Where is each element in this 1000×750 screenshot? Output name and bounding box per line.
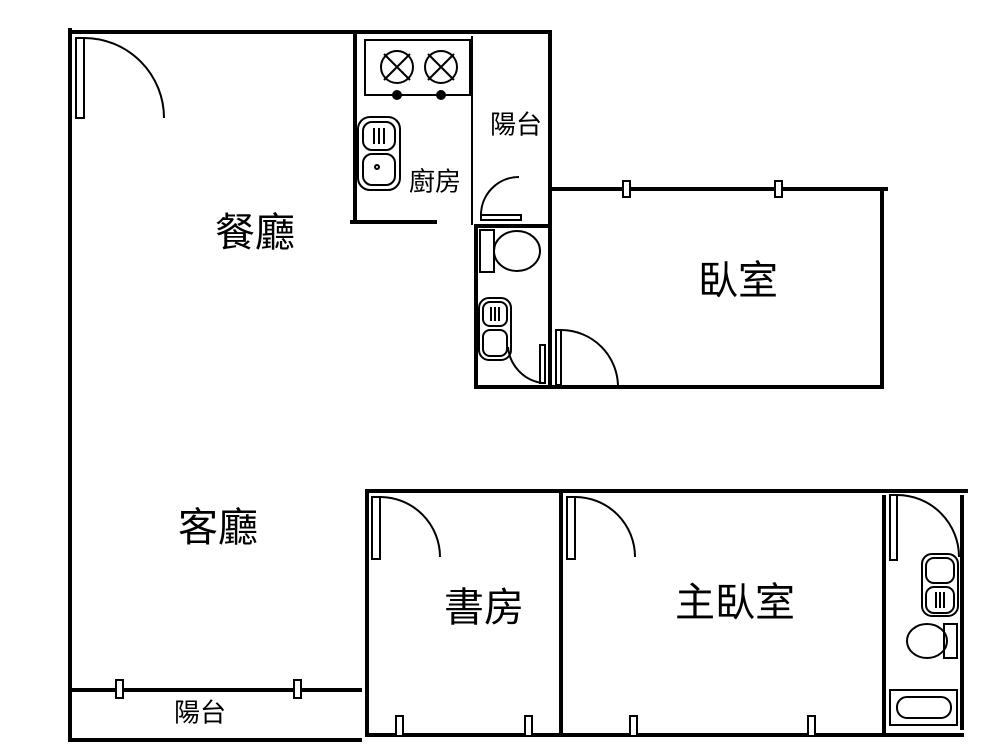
room-label-study: 書房 <box>444 585 524 631</box>
room-label-dining: 餐廳 <box>215 210 295 256</box>
room-label-living: 客廳 <box>178 505 258 551</box>
room-label-kitchen: 廚房 <box>409 168 461 198</box>
room-label-master-bedroom: 主臥室 <box>675 580 795 626</box>
windows <box>115 180 816 737</box>
doors <box>75 37 960 561</box>
stove-icon <box>364 39 471 100</box>
master-bath-fixtures-icon <box>889 553 959 726</box>
bathroom-sink-icon <box>478 297 512 361</box>
sink-icon <box>357 116 401 191</box>
room-label-bedroom: 臥室 <box>698 258 778 304</box>
room-label-balcony-top: 陽台 <box>490 111 542 141</box>
toilet-icon <box>479 229 541 273</box>
room-label-balcony-bottom: 陽台 <box>174 699 226 729</box>
walls <box>68 28 968 742</box>
